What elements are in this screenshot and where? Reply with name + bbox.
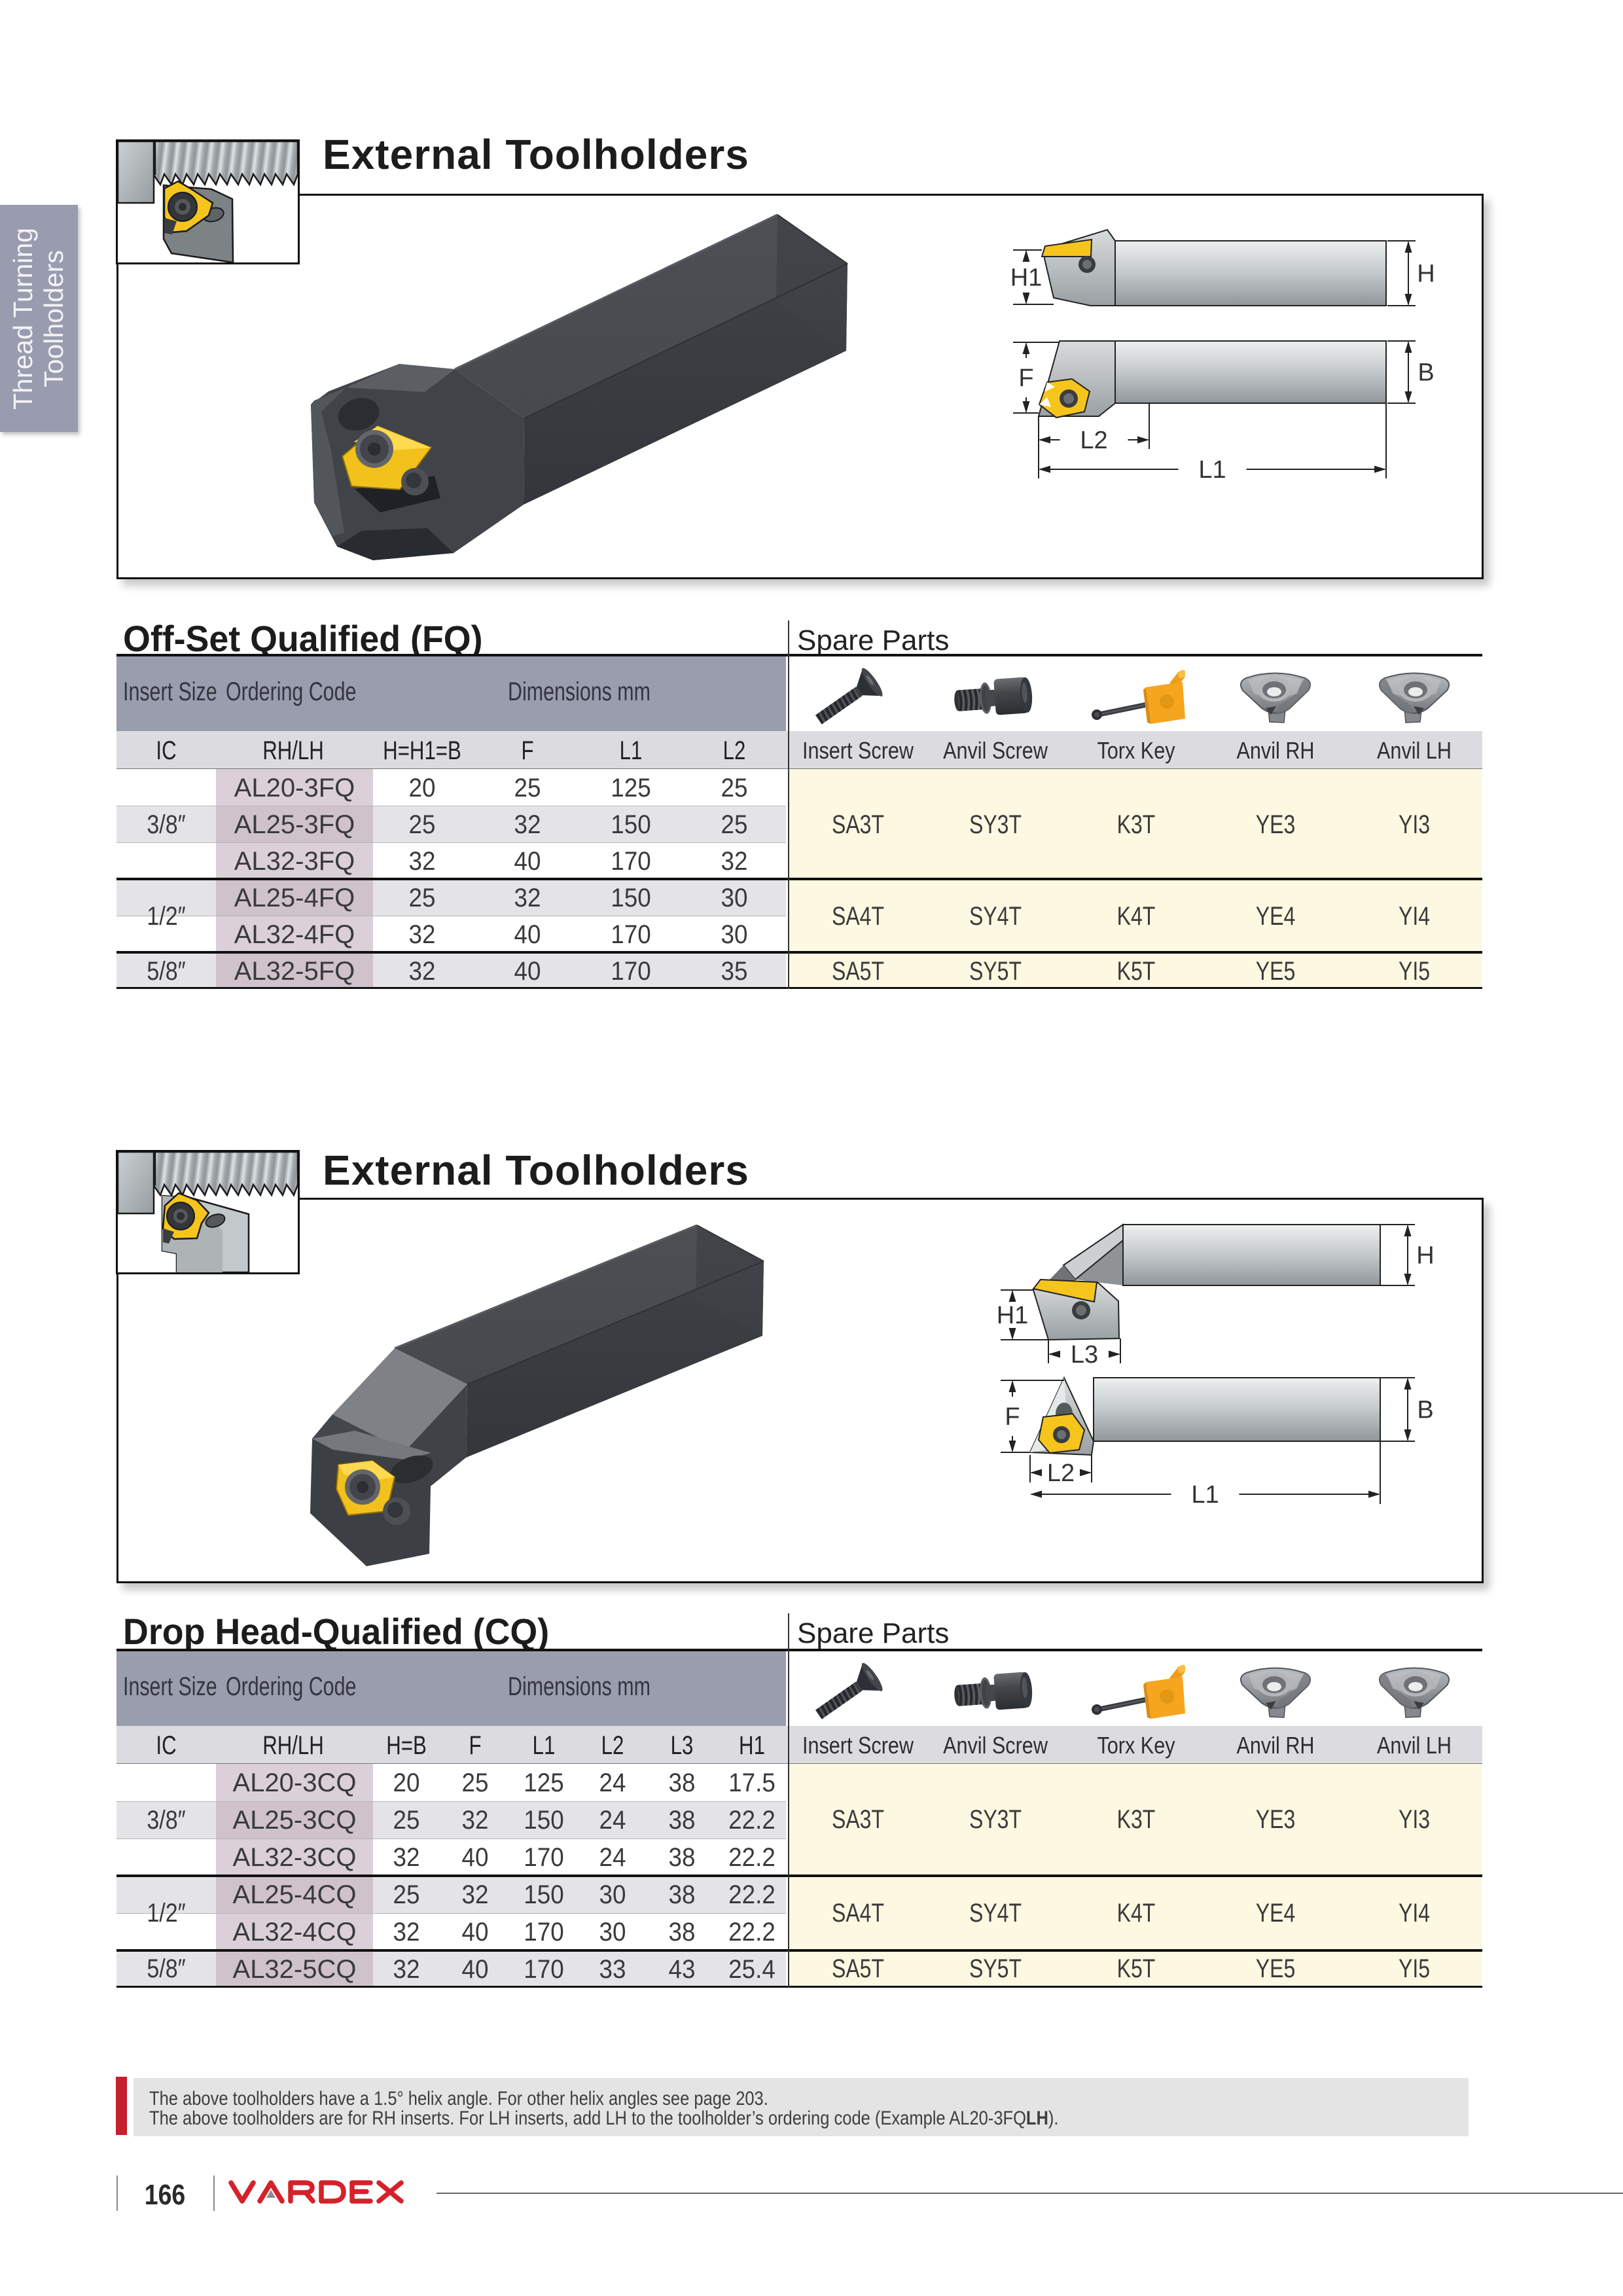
svg-text:B: B [1418,359,1434,387]
svg-text:L2: L2 [1080,427,1107,454]
svg-text:H1: H1 [997,1302,1029,1329]
svg-text:F: F [1018,365,1033,392]
svg-text:B: B [1417,1397,1433,1424]
svg-text:H: H [1417,260,1435,288]
svg-text:L1: L1 [1198,456,1226,484]
svg-text:L2: L2 [1047,1460,1075,1487]
svg-text:H: H [1416,1242,1434,1270]
svg-text:F: F [1005,1403,1020,1431]
svg-text:L1: L1 [1191,1481,1219,1509]
svg-text:L3: L3 [1071,1341,1098,1369]
svg-text:H1: H1 [1010,264,1043,292]
